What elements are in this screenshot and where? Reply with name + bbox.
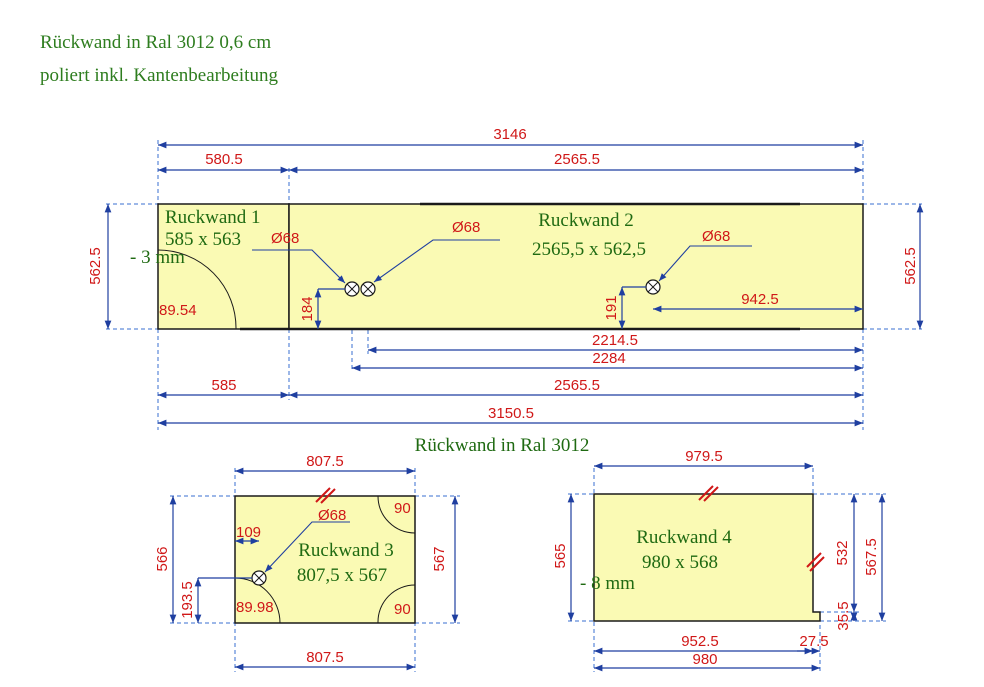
p4-dim-width-top: 979.5 bbox=[685, 448, 723, 465]
p4-dim-bottom-total: 980 bbox=[692, 651, 717, 668]
label-hole-c: Ø68 bbox=[702, 228, 730, 245]
leader-hole-b bbox=[373, 239, 500, 283]
cut-mark-p4-top-b bbox=[703, 486, 719, 502]
dim-overall-bottom: 3150.5 bbox=[488, 405, 534, 422]
panel-1-angle: 89.54 bbox=[159, 302, 197, 319]
hole-b-icon bbox=[360, 281, 376, 297]
cut-mark-p4-top-a bbox=[698, 485, 714, 501]
p3-dim-width-bottom: 807.5 bbox=[306, 649, 344, 666]
dim-overall-top: 3146 bbox=[493, 126, 526, 143]
p3-dim-height-left: 566 bbox=[154, 546, 171, 571]
dim-seg2-bottom: 2565.5 bbox=[554, 377, 600, 394]
p3-corner-bottom: 90 bbox=[394, 601, 411, 618]
p4-dim-bottom-a: 952.5 bbox=[681, 633, 719, 650]
cut-mark-p4-side-b bbox=[809, 556, 825, 572]
cut-mark-p3-b bbox=[320, 488, 336, 504]
dim-seg2-top: 2565.5 bbox=[554, 151, 600, 168]
section-title: Rückwand in Ral 3012 bbox=[415, 435, 590, 456]
label-hole-a: Ø68 bbox=[271, 230, 299, 247]
p4-dim-notch-h: 35.5 bbox=[835, 601, 852, 630]
p4-dim-height-left: 565 bbox=[552, 543, 569, 568]
panel-4 bbox=[593, 493, 821, 622]
p3-dim-width-top: 807.5 bbox=[306, 453, 344, 470]
p3-angle: 89.98 bbox=[236, 599, 274, 616]
p4-dimension-lines bbox=[567, 462, 886, 672]
dim-hole-a-right: 2284 bbox=[592, 350, 625, 367]
p4-dim-height-right-a: 532 bbox=[834, 540, 851, 565]
angle-arc-p3 bbox=[234, 577, 281, 624]
dim-height-right: 562.5 bbox=[902, 247, 919, 285]
leader-hole-a bbox=[252, 249, 346, 284]
dim-height-left: 562.5 bbox=[87, 247, 104, 285]
panel-4-size: 980 x 568 bbox=[642, 552, 718, 573]
cut-mark-p4-side-a bbox=[806, 552, 822, 568]
p3-dim-height-right: 567 bbox=[431, 546, 448, 571]
p3-dim-hole-y: 193.5 bbox=[179, 581, 196, 619]
cut-mark-p3-a bbox=[315, 487, 331, 503]
panel-1-name: Ruckwand 1 bbox=[165, 207, 261, 228]
dim-hole-c-right: 942.5 bbox=[741, 291, 779, 308]
title-line-1: Rückwand in Ral 3012 0,6 cm bbox=[40, 32, 271, 53]
p3-hole-icon bbox=[251, 570, 267, 586]
panel-2-name: Ruckwand 2 bbox=[538, 210, 634, 231]
corner-arc-p3-top bbox=[377, 495, 416, 534]
hole-c-icon bbox=[645, 279, 661, 295]
dim-seg1-top: 580.5 bbox=[205, 151, 243, 168]
dim-hole-height-c: 191 bbox=[603, 295, 620, 320]
panel-1 bbox=[157, 203, 290, 330]
dim-hole-height-a: 184 bbox=[299, 296, 316, 321]
top-dimension-lines bbox=[104, 141, 924, 427]
panel-2-size: 2565,5 x 562,5 bbox=[532, 239, 646, 260]
label-hole-b: Ø68 bbox=[452, 219, 480, 236]
p3-label-hole: Ø68 bbox=[318, 507, 346, 524]
leader-p3-hole bbox=[264, 521, 350, 573]
dim-hole-b-right: 2214.5 bbox=[592, 332, 638, 349]
panel-3-name: Ruckwand 3 bbox=[298, 540, 394, 561]
p3-dim-hole-x: 109 bbox=[236, 524, 261, 541]
dim-seg1-bottom: 585 bbox=[211, 377, 236, 394]
corner-arc-p3-bottom bbox=[377, 584, 416, 624]
panel-3-size: 807,5 x 567 bbox=[297, 565, 387, 586]
panel-1-size: 585 x 563 bbox=[165, 229, 241, 250]
leader-hole-c bbox=[658, 245, 752, 282]
title-line-2: poliert inkl. Kantenbearbeitung bbox=[40, 65, 278, 86]
hole-a-icon bbox=[344, 281, 360, 297]
angle-arc-p1 bbox=[157, 249, 237, 330]
panel-1-note: - 3 mm bbox=[130, 247, 185, 268]
panel-4-name: Ruckwand 4 bbox=[636, 527, 732, 548]
p4-dim-bottom-b: 27.5 bbox=[799, 633, 828, 650]
p3-dimension-lines bbox=[169, 467, 459, 671]
panel-4-note: - 8 mm bbox=[580, 573, 635, 594]
p4-dim-height-right-b: 567.5 bbox=[863, 538, 880, 576]
p3-corner-top: 90 bbox=[394, 500, 411, 517]
